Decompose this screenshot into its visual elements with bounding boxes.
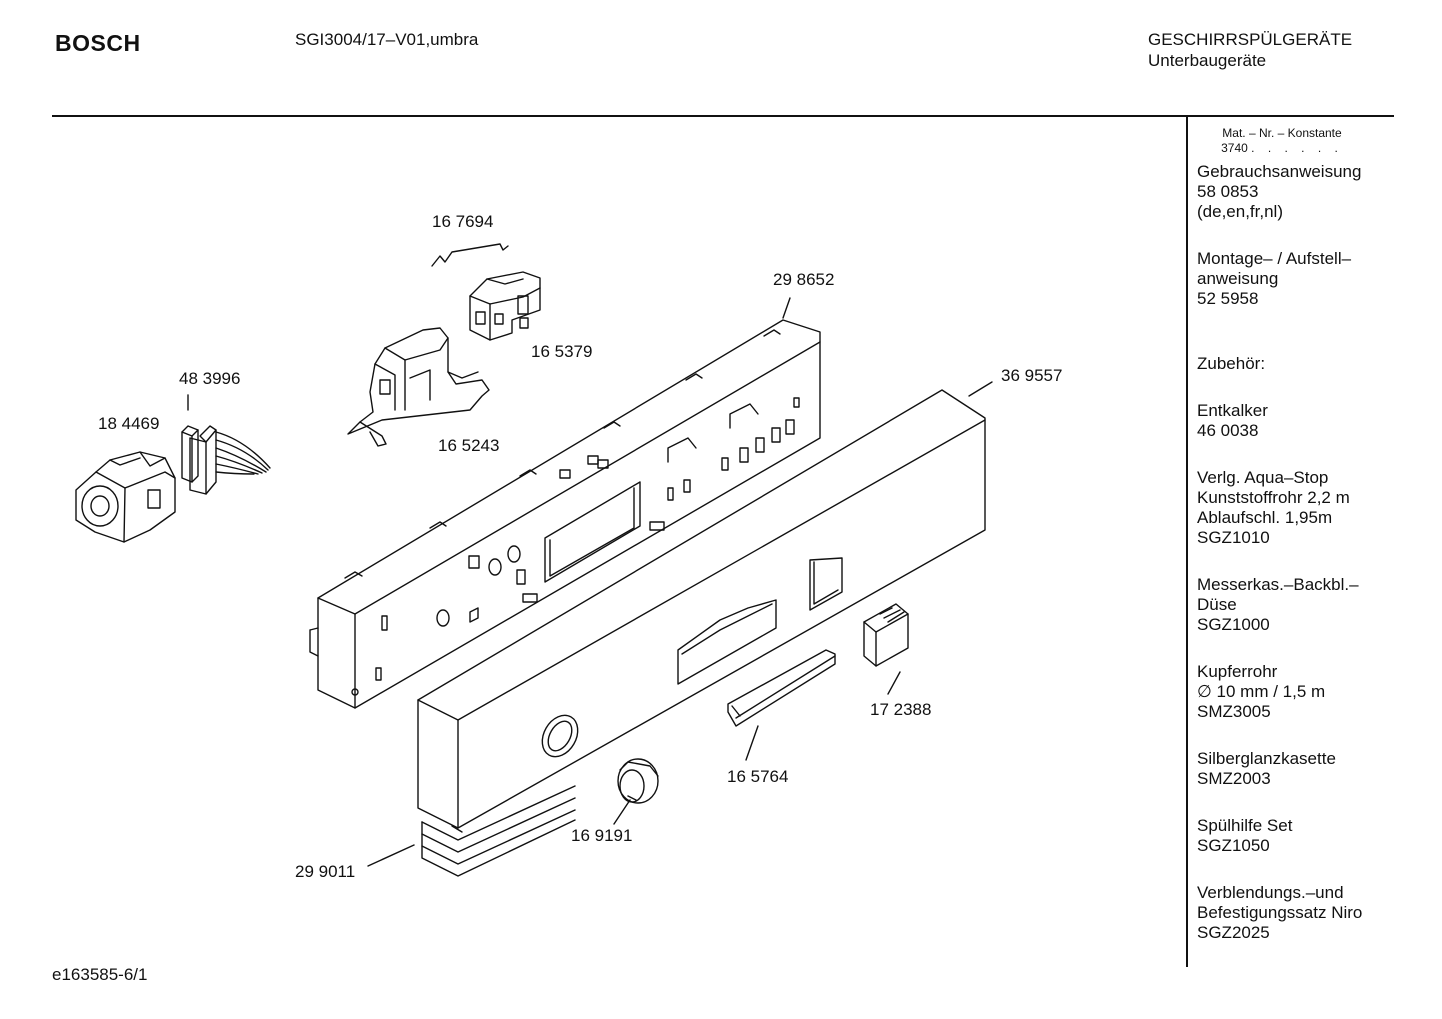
- part-label-169191: 16 9191: [571, 826, 633, 845]
- sidebar-block-mounting-set: Verblendungs.–und Befestigungssatz Niro …: [1197, 883, 1363, 942]
- part-label-165243: 16 5243: [438, 436, 500, 455]
- leader-299011: [367, 844, 415, 867]
- part-label-165379: 16 5379: [531, 342, 593, 361]
- part-label-298652: 29 8652: [773, 270, 835, 289]
- part-switch-housing: [469, 271, 541, 341]
- leader-369557: [968, 381, 993, 397]
- part-label-184469: 18 4469: [98, 414, 160, 433]
- part-control-knob: [617, 758, 659, 804]
- sidebar-block-accessories-heading: Zubehör:: [1197, 354, 1266, 373]
- subcategory-title: Unterbaugeräte: [1148, 51, 1267, 70]
- part-label-369557: 36 9557: [1001, 366, 1063, 385]
- sidebar-block-cutlery: Messerkas.–Backbl.– Düse SGZ1000: [1197, 575, 1359, 634]
- mat-number-header: Mat. – Nr. – Konstante: [1222, 126, 1342, 140]
- brand-logo: BOSCH: [55, 30, 141, 56]
- part-label-299011: 29 9011: [295, 862, 356, 881]
- part-front-fascia: [417, 389, 986, 829]
- leader-172388: [887, 671, 901, 695]
- leader-298652: [782, 297, 791, 319]
- sidebar-block-descaler: Entkalker 46 0038: [1197, 401, 1268, 440]
- part-label-483996: 48 3996: [179, 369, 241, 388]
- sidebar-block-manual: Gebrauchsanweisung 58 0853 (de,en,fr,nl): [1197, 162, 1362, 221]
- part-light-strip: [727, 649, 836, 727]
- part-program-selector: [75, 451, 176, 543]
- document-code: e163585-6/1: [52, 965, 148, 984]
- header-divider: [52, 115, 1394, 117]
- mat-number-value: 3740 . . . . . .: [1197, 141, 1367, 156]
- mat-number-constant: 3740: [1221, 141, 1248, 155]
- part-label-165764: 16 5764: [727, 767, 789, 786]
- sidebar-divider: [1186, 117, 1188, 967]
- sidebar-block-copper-pipe: Kupferrohr ∅ 10 mm / 1,5 m SMZ3005: [1197, 662, 1326, 721]
- sidebar-block-installation: Montage– / Aufstell– anweisung 52 5958: [1197, 249, 1352, 308]
- sidebar-block-aquastop: Verlg. Aqua–Stop Kunststoffrohr 2,2 m Ab…: [1197, 468, 1350, 547]
- accessory-sidebar: Mat. – Nr. – Konstante 3740 . . . . . . …: [1197, 126, 1427, 943]
- leader-169191: [613, 799, 631, 825]
- category-title: GESCHIRRSPÜLGERÄTE: [1148, 30, 1353, 49]
- part-module-bracket: [347, 327, 490, 447]
- sidebar-block-silver-cassette: Silberglanzkasette SMZ2003: [1197, 749, 1336, 788]
- part-trim-strips: [421, 785, 576, 877]
- exploded-parts-diagram: [75, 243, 993, 877]
- part-control-panel-carrier: [309, 319, 821, 709]
- part-cable-connector: [181, 394, 271, 495]
- part-wire-clip: [431, 243, 509, 267]
- mat-number-dots: . . . . . .: [1251, 141, 1343, 155]
- part-label-172388: 17 2388: [870, 700, 932, 719]
- part-button-cap: [863, 603, 909, 667]
- part-label-167694: 16 7694: [432, 212, 494, 231]
- sidebar-block-rinse-aid: Spülhilfe Set SGZ1050: [1197, 816, 1293, 855]
- leader-165764: [745, 725, 759, 761]
- model-number: SGI3004/17–V01,umbra: [295, 30, 479, 49]
